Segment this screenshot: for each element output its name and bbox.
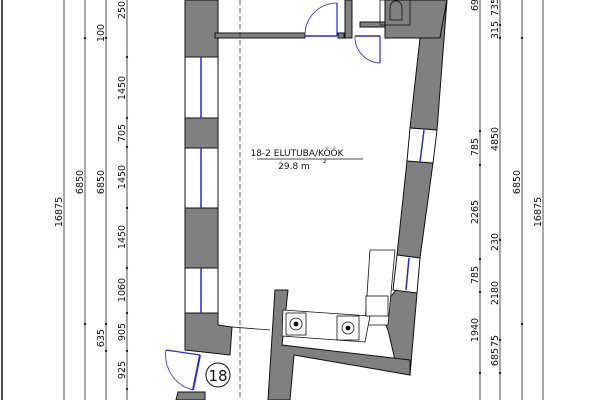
- dim-right-315: 315: [490, 21, 501, 39]
- kitchen: [281, 249, 396, 343]
- dim-right-75: 75: [490, 335, 501, 347]
- left-wall-4: [184, 312, 233, 356]
- dimension-ticks-left: [83, 36, 129, 391]
- dim-left-6850: 6850: [75, 170, 86, 194]
- dimension-lines-right: [479, 0, 544, 400]
- dim-left-705: 705: [117, 124, 128, 142]
- dim-left-250: 250: [117, 1, 128, 19]
- dim-left-1060: 1060: [117, 278, 128, 302]
- windows: [184, 56, 438, 314]
- right-wall-top: [384, 0, 448, 39]
- dim-left-6850b: 6850: [96, 170, 107, 194]
- dim-left-1450a: 1450: [117, 76, 128, 100]
- dimension-lines-left: [63, 0, 128, 400]
- dim-right-785b: 785: [470, 266, 481, 284]
- bottom-wall: [267, 289, 411, 400]
- partition-wall-4: [359, 21, 386, 28]
- dim-right-total: 16875: [533, 197, 544, 227]
- dim-left-905: 905: [117, 323, 128, 341]
- dim-right-2180: 2180: [490, 281, 501, 305]
- left-wall-2: [184, 117, 219, 149]
- partition-wall-1: [214, 32, 306, 39]
- dim-left-925: 925: [117, 361, 128, 379]
- dim-right-2265: 2265: [470, 200, 481, 224]
- dim-right-6850: 6850: [512, 170, 523, 194]
- dim-right-685: 685: [490, 348, 501, 366]
- dim-right-735: 735: [490, 0, 501, 16]
- left-wall-5: [175, 391, 206, 400]
- apartment-number-circle: [205, 362, 231, 388]
- toilet-icon: [379, 0, 411, 26]
- dim-left-total: 16875: [54, 197, 65, 227]
- dim-left-635: 635: [96, 329, 107, 347]
- dim-right-4850: 4850: [490, 127, 501, 151]
- partition-wall-3: [344, 0, 353, 39]
- dim-left-1450b: 1450: [117, 165, 128, 189]
- walls: [175, 0, 448, 400]
- dim-left-100: 100: [96, 24, 107, 42]
- apartment-number: 18: [208, 367, 227, 385]
- dim-right-785a: 785: [470, 138, 481, 156]
- dim-right-230: 230: [490, 233, 501, 251]
- floor-edge: [231, 326, 271, 331]
- dim-left-1450c: 1450: [117, 225, 128, 249]
- doors: [165, 2, 381, 391]
- room-name: 18-2 ELUTUBA/KÖÖK: [250, 148, 344, 159]
- right-wall-2: [396, 160, 434, 259]
- room-area: 29.8 m: [278, 162, 310, 172]
- dim-right-1940: 1940: [470, 318, 481, 342]
- room-area-superscript: 2: [323, 158, 327, 165]
- dim-right-69: 69: [470, 0, 481, 11]
- partition-wall-2: [337, 32, 345, 39]
- left-wall-1: [184, 0, 219, 58]
- sink-icon: [365, 295, 389, 317]
- dimension-ticks-right: [478, 23, 524, 375]
- left-wall-3: [184, 207, 219, 269]
